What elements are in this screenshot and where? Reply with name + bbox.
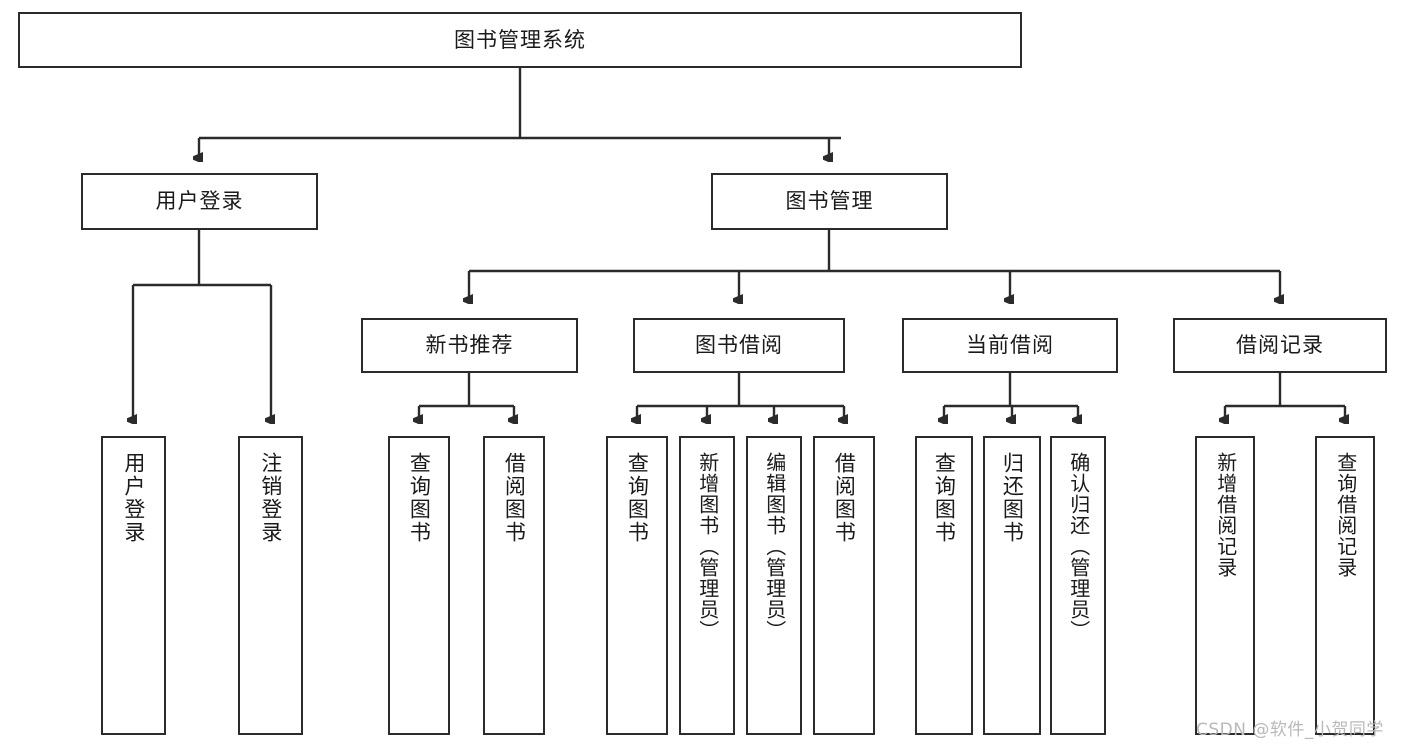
leaf-borrow-books-recommend-label: 借阅图书 [502, 452, 527, 544]
node-current-borrow-label: 当前借阅 [966, 333, 1054, 358]
leaf-query-borrow-record[interactable]: 查询借阅记录 [1315, 436, 1375, 735]
leaf-user-login-label: 用户登录 [121, 452, 146, 544]
node-book-borrow[interactable]: 图书借阅 [633, 318, 845, 373]
node-book-management-label: 图书管理 [785, 189, 874, 214]
leaf-logout-label: 注销登录 [258, 452, 283, 544]
leaf-add-borrow-record[interactable]: 新增借阅记录 [1195, 436, 1255, 735]
leaf-logout[interactable]: 注销登录 [238, 436, 303, 735]
leaf-query-books-recommend[interactable]: 查询图书 [388, 436, 450, 735]
leaf-edit-book-admin-label: 编辑图书（管理员） [762, 452, 787, 641]
csdn-watermark: CSDN @软件_小贺同学 [1196, 720, 1384, 740]
leaf-borrow-books-label: 借阅图书 [832, 452, 857, 544]
leaf-confirm-return-admin-label: 确认归还（管理员） [1066, 452, 1091, 641]
node-new-book-recommend-label: 新书推荐 [425, 333, 514, 358]
leaf-add-book-admin-label: 新增图书（管理员） [695, 452, 720, 641]
leaf-return-books[interactable]: 归还图书 [983, 436, 1041, 735]
node-borrow-record-label: 借阅记录 [1236, 333, 1324, 358]
node-root-label: 图书管理系统 [454, 27, 586, 52]
leaf-query-books-current-label: 查询图书 [932, 452, 957, 544]
node-current-borrow[interactable]: 当前借阅 [902, 318, 1118, 373]
node-borrow-record[interactable]: 借阅记录 [1173, 318, 1387, 373]
leaf-borrow-books[interactable]: 借阅图书 [813, 436, 875, 735]
leaf-confirm-return-admin[interactable]: 确认归还（管理员） [1050, 436, 1106, 735]
leaf-query-books-current[interactable]: 查询图书 [915, 436, 973, 735]
node-book-borrow-label: 图书借阅 [695, 333, 783, 358]
node-root[interactable]: 图书管理系统 [18, 12, 1022, 68]
node-user-login-label: 用户登录 [155, 189, 244, 214]
leaf-query-books-recommend-label: 查询图书 [407, 452, 432, 544]
leaf-query-books-borrow[interactable]: 查询图书 [606, 436, 668, 735]
leaf-add-borrow-record-label: 新增借阅记录 [1213, 452, 1238, 578]
node-user-login[interactable]: 用户登录 [81, 173, 318, 230]
leaf-borrow-books-recommend[interactable]: 借阅图书 [483, 436, 545, 735]
node-new-book-recommend[interactable]: 新书推荐 [361, 318, 578, 373]
leaf-query-books-borrow-label: 查询图书 [625, 452, 650, 544]
leaf-query-borrow-record-label: 查询借阅记录 [1333, 452, 1358, 578]
node-book-management[interactable]: 图书管理 [711, 173, 948, 230]
leaf-return-books-label: 归还图书 [1000, 452, 1025, 544]
leaf-edit-book-admin[interactable]: 编辑图书（管理员） [746, 436, 802, 735]
leaf-add-book-admin[interactable]: 新增图书（管理员） [679, 436, 735, 735]
leaf-user-login[interactable]: 用户登录 [101, 436, 166, 735]
